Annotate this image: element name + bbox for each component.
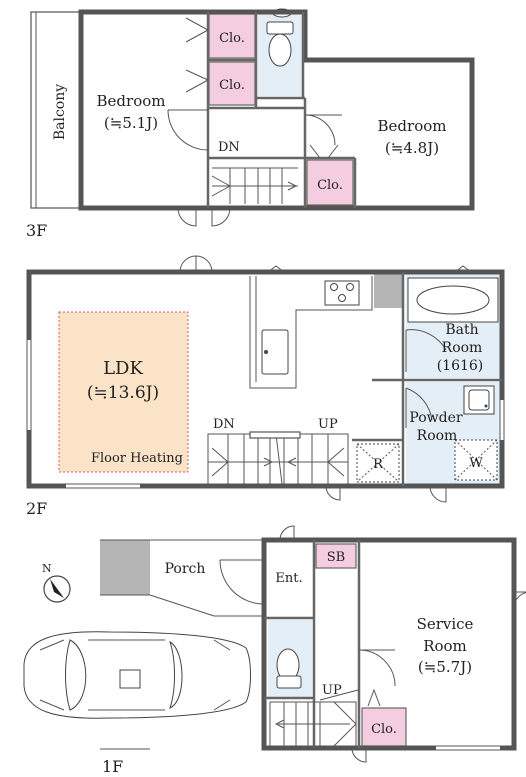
entrance-label: Ent.: [275, 571, 302, 586]
column-2f: [374, 272, 402, 308]
powder-label-2: Room: [417, 428, 458, 444]
ldk-name: LDK: [103, 358, 143, 379]
balcony-label: Balcony: [52, 84, 68, 140]
closet-3f-b: [208, 61, 256, 106]
floor-heating-note: Floor Heating: [91, 451, 183, 466]
porch-column: [100, 540, 150, 595]
closet-3f-c-label: Clo.: [317, 178, 343, 193]
parked-car-icon: [23, 631, 251, 719]
bath-label-3: (1616): [437, 358, 484, 374]
service-room-size: (≒5.7J): [418, 658, 472, 676]
walls-1f: [261, 537, 517, 751]
ldk-size: (≒13.6J): [87, 383, 159, 403]
stairs-3f: [211, 167, 298, 204]
floor-3f: Balcony: [26, 8, 475, 240]
service-room-line1: Service: [417, 615, 474, 633]
closet-1f-label: Clo.: [371, 722, 397, 737]
floor-label-1f: 1F: [102, 757, 123, 776]
shoe-box: [315, 543, 357, 569]
closet-3f-a-label: Clo.: [219, 31, 245, 46]
floor-label-2f: 2F: [26, 499, 47, 518]
svg-text:N: N: [42, 562, 52, 575]
floor-1f: UP N Porch Ent. S: [23, 525, 526, 776]
up-label-2f: UP: [318, 417, 338, 432]
shoe-box-label: SB: [327, 550, 345, 565]
dn-label-3f: DN: [218, 140, 240, 155]
north-compass-icon: N: [42, 562, 71, 603]
stairs-2f: [207, 433, 349, 485]
closet-3f-a: [208, 13, 256, 59]
stairs-1f: [269, 689, 359, 747]
bath-label-2: Room: [442, 340, 483, 356]
closet-1f: [361, 707, 407, 747]
refrigerator-label: R: [373, 457, 384, 472]
service-room-line2: Room: [423, 637, 467, 655]
bath-label-1: Bath: [445, 322, 478, 338]
ldk-floor-heating-area: [59, 312, 188, 472]
bedroom-right-name: Bedroom: [378, 117, 447, 135]
bedroom-left-name: Bedroom: [97, 92, 166, 110]
closet-3f-b-label: Clo.: [219, 78, 245, 93]
bedroom-left-size: (≒5.1J): [104, 114, 158, 132]
powder-label-1: Powder: [409, 410, 463, 426]
walls-3f: [78, 9, 475, 211]
floor-label-3f: 3F: [26, 221, 47, 240]
porch-label: Porch: [165, 561, 206, 577]
floor-2f: DN UP LDK (≒13.6J) Floor Heating Bath Ro…: [26, 255, 505, 518]
up-label-1f: UP: [322, 683, 342, 698]
dn-label-2f: DN: [213, 417, 235, 432]
bedroom-right-size: (≒4.8J): [385, 139, 439, 157]
closet-3f-c: [306, 159, 354, 206]
washer-label: W: [469, 456, 483, 471]
balcony-area: [30, 11, 82, 209]
